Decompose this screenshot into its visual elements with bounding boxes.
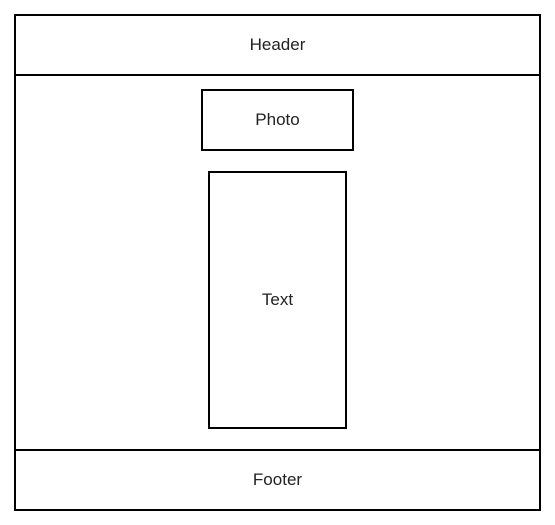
footer-block: Footer xyxy=(14,449,541,511)
header-block: Header xyxy=(14,14,541,76)
photo-label: Photo xyxy=(255,110,300,129)
footer-label: Footer xyxy=(252,470,303,489)
text-block: Text xyxy=(208,171,347,429)
photo-block: Photo xyxy=(201,89,354,151)
text-label: Text xyxy=(261,290,294,309)
header-label: Header xyxy=(249,35,306,54)
